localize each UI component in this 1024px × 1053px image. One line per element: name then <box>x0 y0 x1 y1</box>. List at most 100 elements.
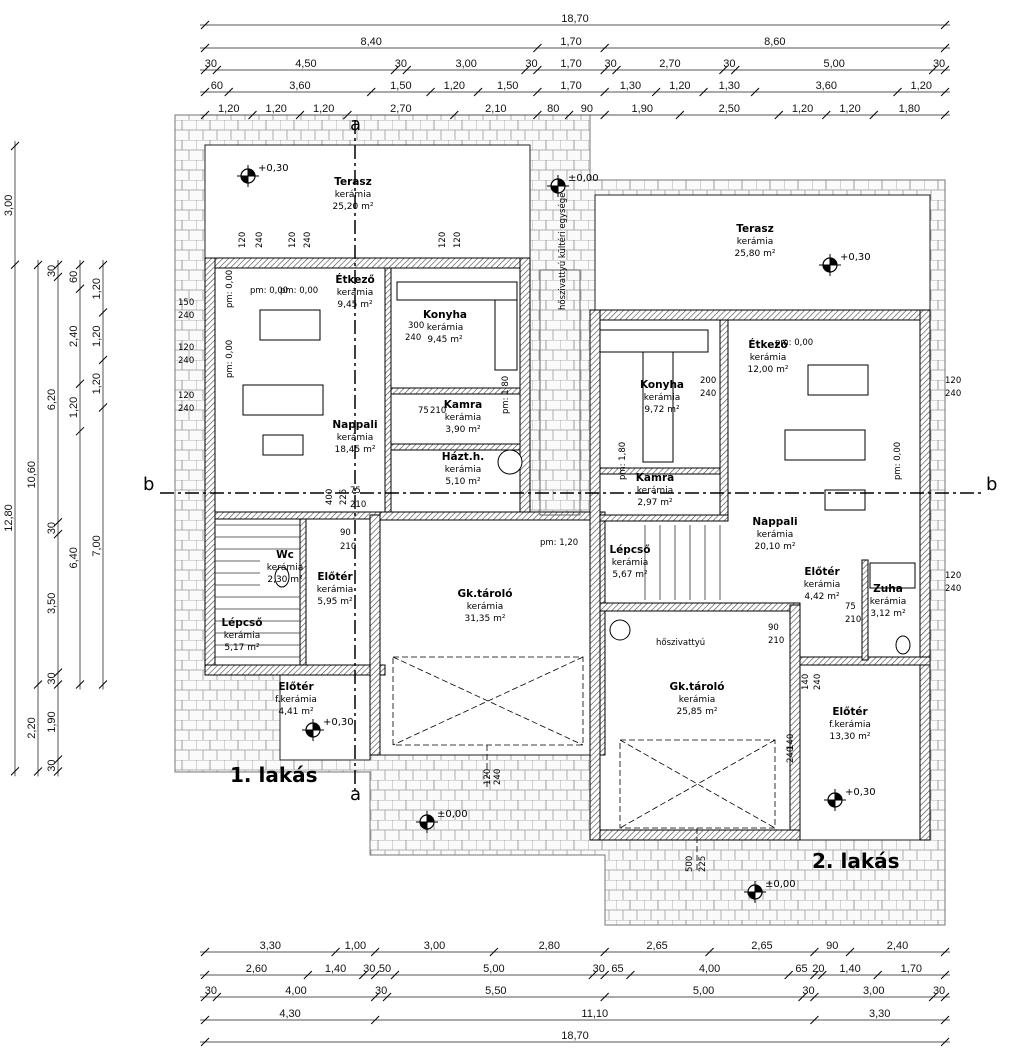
dimension-value: 1,20 <box>313 103 334 115</box>
opening-dimension: 400 <box>325 489 335 505</box>
opening-dimension: 200 <box>700 376 716 386</box>
dimension-value: 1,20 <box>669 80 690 92</box>
room-area: 13,30 m² <box>829 732 870 742</box>
room-name: Lépcső <box>609 544 650 556</box>
coffee-table-2 <box>824 489 866 511</box>
opening-dimension: 210 <box>430 406 446 416</box>
level-marker: +0,30 <box>819 252 871 276</box>
opening-dimension: 240 <box>255 232 265 248</box>
room-name: Előtér <box>317 571 353 583</box>
opening-dimension: 140 <box>801 674 811 690</box>
room-area: 9,72 m² <box>644 405 680 415</box>
opening-dimension: 240 <box>813 674 823 690</box>
room-name: Wc <box>276 549 294 561</box>
annotation-text: hőszivattyú <box>656 638 705 648</box>
level-value: +0,30 <box>840 252 871 263</box>
dimension-value: 3,00 <box>863 985 884 997</box>
dimension-value: 5,50 <box>485 985 506 997</box>
room-area: 18,45 m² <box>334 445 375 455</box>
annotation-text: hőszivattyú kültéri egysége <box>557 193 568 310</box>
annotation-text: pm: 0,00 <box>893 442 903 480</box>
dimension-value: 1,80 <box>899 103 920 115</box>
room-area: 12,00 m² <box>747 365 788 375</box>
dimension-value: 5,00 <box>693 985 714 997</box>
dimension-value: 1,30 <box>719 80 740 92</box>
dimension-value: 30 <box>46 759 58 771</box>
opening-dimension: 225 <box>339 489 349 505</box>
room-area: 25,85 m² <box>676 707 717 717</box>
room-name: Kamra <box>636 472 674 484</box>
dimension-value: 18,70 <box>561 1030 589 1042</box>
kitchen-counter-1b <box>494 299 518 371</box>
opening-dimension: 240 <box>945 584 961 594</box>
shower <box>869 562 916 589</box>
dimension-value: 1,20 <box>68 397 80 418</box>
dimension-value: 2,65 <box>751 940 772 952</box>
opening-dimension: 240 <box>493 769 503 785</box>
dimension-value: 1,20 <box>792 103 813 115</box>
room-material: kerámia <box>337 288 373 298</box>
level-value: ±0,00 <box>568 173 599 184</box>
dimension-value: 4,50 <box>295 58 316 70</box>
section-mark-b-left: b <box>143 474 154 495</box>
level-value: +0,30 <box>258 163 289 174</box>
dimension-value: 2,65 <box>646 940 667 952</box>
dimension-value: 3,60 <box>289 80 310 92</box>
dimension-value: 30 <box>933 985 945 997</box>
kitchen-counter-2 <box>599 329 709 353</box>
room-name: Kamra <box>444 399 482 411</box>
opening-dimension: 150 <box>178 298 194 308</box>
opening-dimension: 210 <box>768 636 784 646</box>
dimension-value: 18,70 <box>561 13 589 25</box>
heat-pump-icon <box>609 619 631 641</box>
dimension-chain: 18,70 <box>200 1030 950 1047</box>
room-area: 5,17 m² <box>224 643 260 653</box>
annotation-text: pm: 1,80 <box>501 376 511 414</box>
section-lines <box>160 120 982 790</box>
opening-dimension: 240 <box>178 404 194 414</box>
dimension-value: 1,20 <box>218 103 239 115</box>
opening-dimension: 240 <box>303 232 313 248</box>
section-mark-b-right: b <box>986 474 997 495</box>
opening-dimension: 75 <box>845 602 856 612</box>
room-area: 3,12 m² <box>870 609 906 619</box>
dimension-value: 2,40 <box>68 326 80 347</box>
room-material: kerámia <box>224 631 260 641</box>
dimension-value: 8,40 <box>360 36 381 48</box>
room-name: Előtér <box>278 681 314 693</box>
dimension-value: 4,00 <box>699 963 720 975</box>
room-material: kerámia <box>335 190 371 200</box>
dimension-value: 1,40 <box>839 963 860 975</box>
room-name: Nappali <box>752 516 797 528</box>
dimension-value: 50 <box>379 963 391 975</box>
room-name: Előtér <box>832 706 868 718</box>
walls <box>204 257 931 841</box>
level-value: ±0,00 <box>765 879 796 890</box>
dimension-value: 60 <box>211 80 223 92</box>
dimension-value: 6,20 <box>46 389 58 410</box>
room-label: Lépcső kerámia 5,17 m² <box>221 617 262 653</box>
room-name: Étkező <box>748 338 787 351</box>
level-markers: +0,30±0,00+0,30+0,30±0,00+0,30±0,00 <box>237 163 876 903</box>
kitchen-island-2 <box>642 351 674 463</box>
garage-doors <box>392 656 776 870</box>
dimension-value: 1,20 <box>266 103 287 115</box>
opening-dimension: 240 <box>178 356 194 366</box>
room-name: Lépcső <box>221 617 262 629</box>
room-name: Előtér <box>804 566 840 578</box>
opening-dimension: 140 <box>786 734 796 750</box>
annotation-text: pm: 0,00 <box>225 340 235 378</box>
dimension-value: 1,50 <box>497 80 518 92</box>
opening-dimension: 120 <box>288 232 298 248</box>
dimension-value: 8,60 <box>764 36 785 48</box>
level-marker: +0,30 <box>237 163 289 187</box>
